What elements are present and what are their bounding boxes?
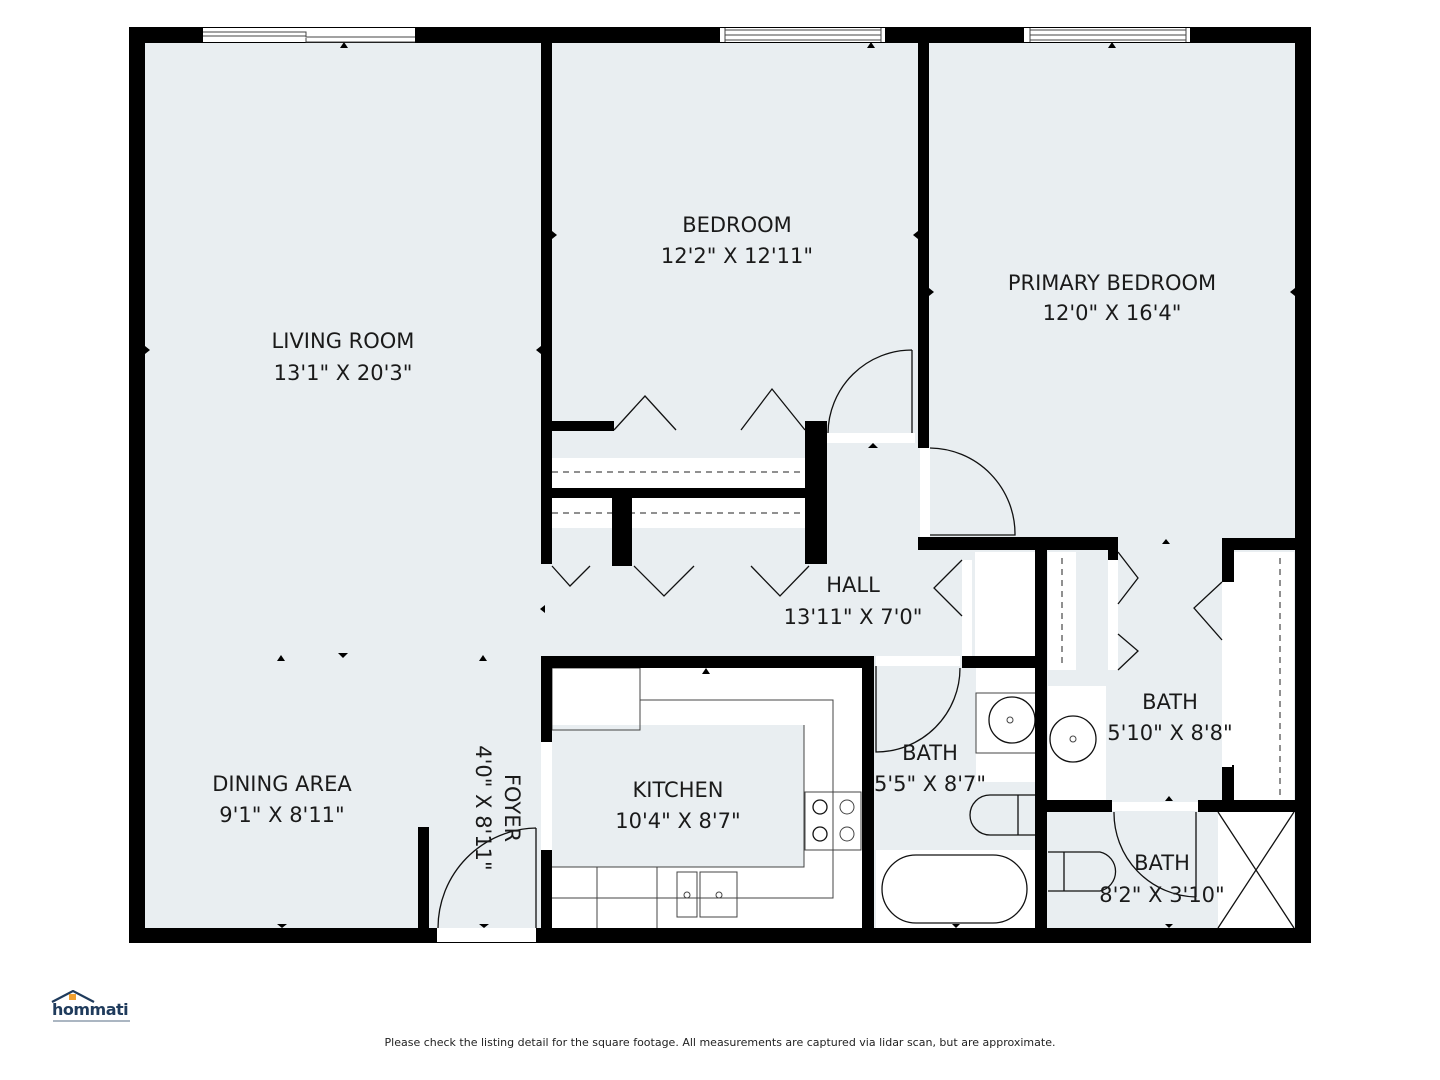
room-primary-dims: 12'0" X 16'4" <box>1043 301 1182 325</box>
room-primary-name: PRIMARY BEDROOM <box>1008 271 1216 295</box>
sink <box>676 871 698 918</box>
walls <box>129 27 1311 943</box>
room-hall-name: HALL <box>826 573 880 597</box>
room-bath1-name: BATH <box>902 741 958 765</box>
room-bath2-dims: 5'10" X 8'8" <box>1107 721 1232 745</box>
room-foyer-name: FOYER <box>500 774 524 842</box>
dimension-markers <box>145 42 1295 928</box>
room-dining-name: DINING AREA <box>212 772 352 796</box>
room-labels: LIVING ROOM 13'1" X 20'3" BEDROOM 12'2" … <box>212 213 1232 907</box>
room-hall-dims: 13'11" X 7'0" <box>784 605 923 629</box>
room-bedroom-dims: 12'2" X 12'11" <box>661 244 813 268</box>
stove <box>804 791 862 851</box>
room-bath3-dims: 8'2" X 3'10" <box>1099 883 1224 907</box>
room-living-name: LIVING ROOM <box>272 329 415 353</box>
bathtub <box>881 854 1028 924</box>
windows <box>203 28 1190 43</box>
room-dining-dims: 9'1" X 8'11" <box>219 803 344 827</box>
hommati-logo-icon <box>51 990 130 1022</box>
kitchen-counters <box>551 667 862 928</box>
room-living-dims: 13'1" X 20'3" <box>274 361 413 385</box>
room-bedroom-name: BEDROOM <box>682 213 792 237</box>
hommati-logo-text: hommati <box>52 1000 129 1019</box>
room-bath1-dims: 5'5" X 8'7" <box>874 772 986 796</box>
room-kitchen-name: KITCHEN <box>633 778 724 802</box>
closet-rods <box>552 471 1281 798</box>
room-kitchen-dims: 10'4" X 8'7" <box>615 809 740 833</box>
disclaimer-text: Please check the listing detail for the … <box>384 1036 1056 1049</box>
bath-fixtures <box>881 692 1295 929</box>
doors <box>437 349 1232 942</box>
room-foyer-dims: 4'0" X 8'11" <box>471 745 495 870</box>
room-bath2-name: BATH <box>1142 690 1198 714</box>
room-bath3-name: BATH <box>1134 851 1190 875</box>
